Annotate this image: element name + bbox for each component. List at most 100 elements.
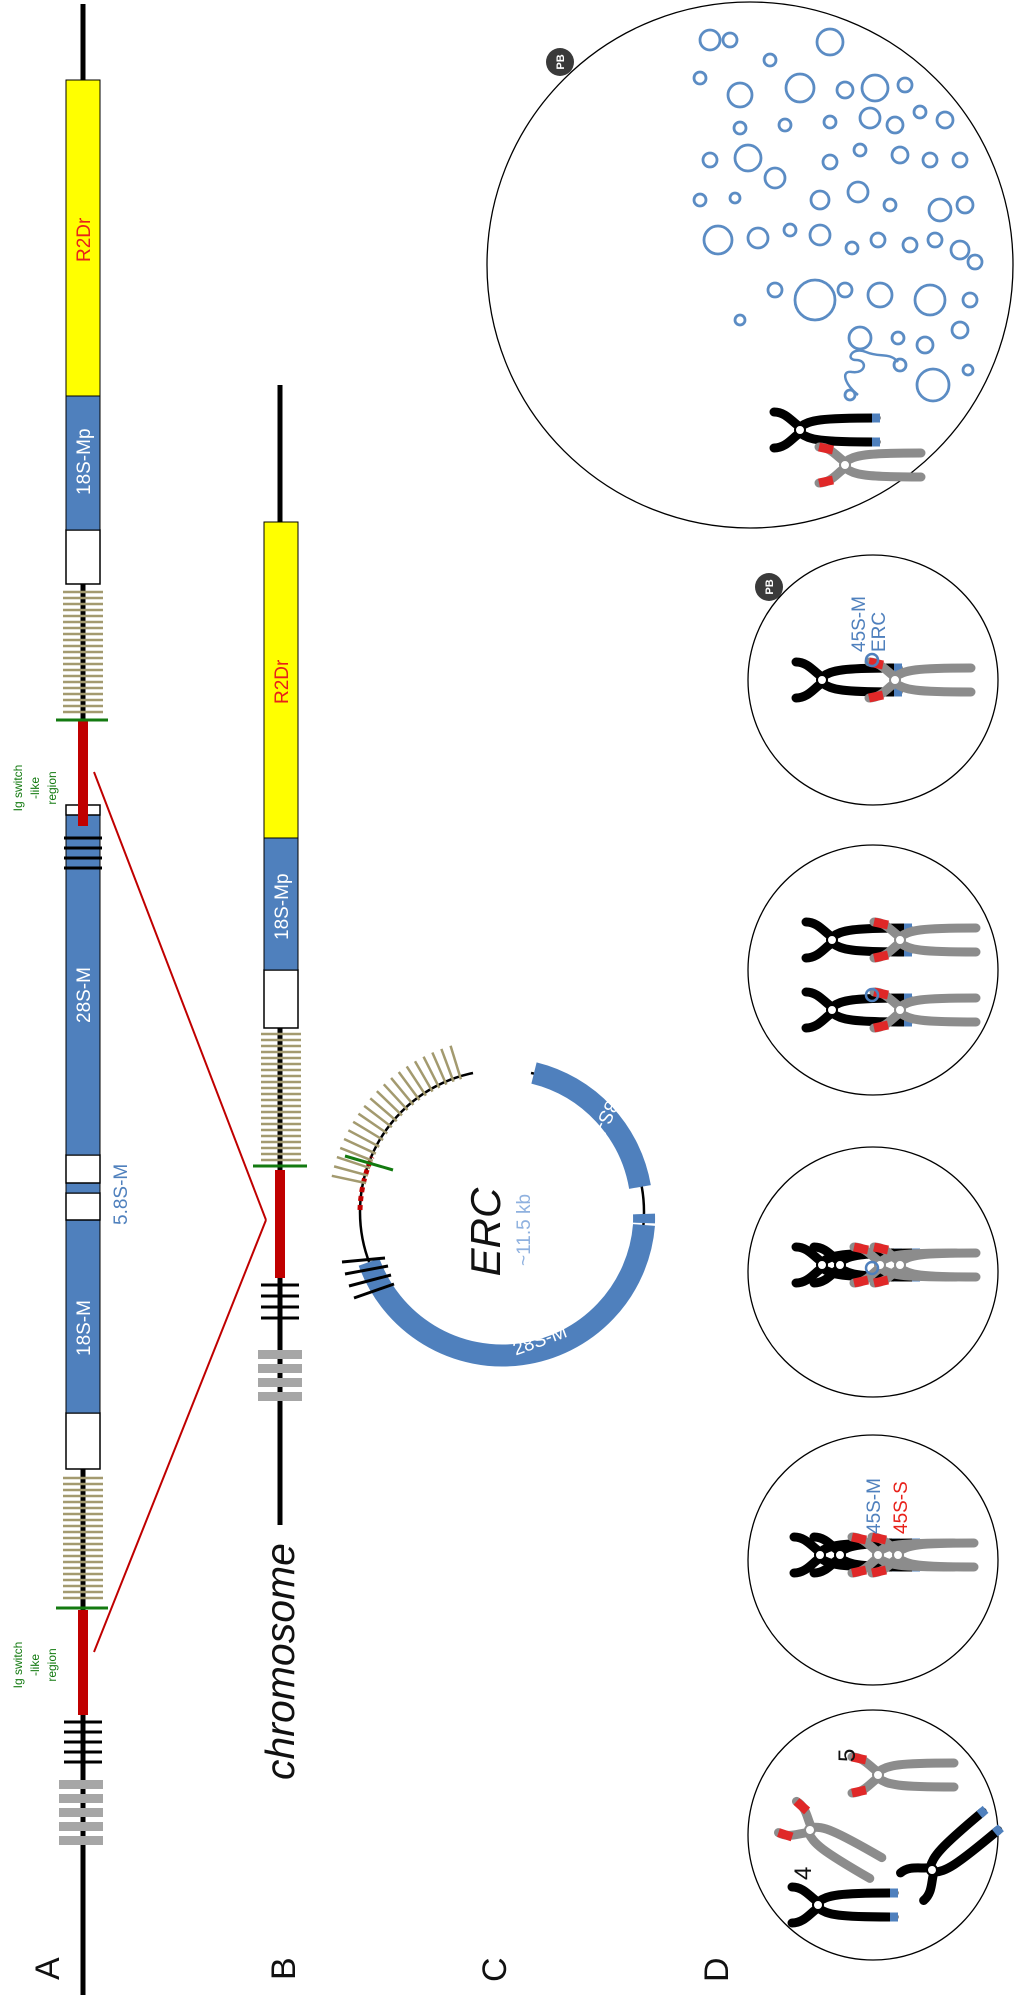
ig-label-top: Ig switch -like region (11, 765, 59, 812)
erc-bubble (949, 239, 971, 261)
panel-b: B chromosome 18S-Mp R2Dr (253, 385, 307, 1980)
panel-letter-b: B (265, 1957, 303, 1980)
pb-badge-cell-5: PB (755, 573, 783, 601)
pb-badge-text-cell-6: PB (555, 54, 567, 69)
label-r2dr: R2Dr (74, 217, 95, 262)
chromosome-4-homolog (896, 1805, 1004, 1906)
erc-bubble (950, 320, 970, 340)
repeat-unit (357, 1112, 389, 1135)
white-block-a2 (65, 1192, 101, 1221)
erc-bubble (844, 240, 860, 256)
erc-olive-repeats (331, 1045, 463, 1185)
centromere (892, 1549, 904, 1561)
olive-repeats-top (63, 590, 103, 714)
tip (868, 690, 884, 703)
centromere (894, 1004, 906, 1016)
chromosome-4 (769, 407, 881, 453)
ig-label-top-line-3: region (45, 771, 59, 804)
tip (873, 1242, 889, 1255)
chromosomes-layer (769, 407, 1004, 1928)
erc-bubble (858, 106, 882, 130)
label-45s-s-cell-2: 45S-S (891, 1481, 912, 1534)
panel-c: C ERC ~11.5 kb 18S-M 28S-M (331, 1045, 656, 1982)
erc-bubble (896, 76, 914, 94)
centromere (804, 1824, 816, 1836)
erc-bubble (961, 363, 975, 377)
repeat-unit (336, 1155, 371, 1170)
tip (873, 1275, 889, 1288)
centromere (812, 1899, 824, 1911)
chromosome-number-5: 5 (834, 1749, 861, 1762)
pb-badge-text-cell-5: PB (764, 579, 776, 594)
white-block-a3 (65, 1154, 101, 1184)
erc-bubble (793, 278, 837, 322)
erc-string-cell-6 (843, 349, 899, 396)
block-r2dr-b (263, 521, 299, 839)
erc-bubble (966, 253, 984, 271)
label-45s-m-cell-2: 45S-M (864, 1478, 885, 1534)
label-5-8s-m: 5.8S-M (111, 1164, 132, 1225)
ig-label-top-line-2: -like (28, 777, 42, 799)
erc-bubble (732, 120, 748, 136)
tip (873, 950, 889, 963)
erc-bubble (698, 28, 722, 52)
erc-bubble (809, 189, 831, 211)
pb-badge-cell-6: PB (546, 48, 574, 76)
cell-circle-5 (747, 554, 999, 806)
tip (851, 1565, 867, 1578)
repeat-unit (449, 1045, 463, 1080)
centromere (834, 1549, 846, 1561)
ig-label-bottom: Ig switch -like region (11, 1642, 59, 1689)
block-5-8s-m (65, 1182, 101, 1194)
erc-bubble (822, 114, 838, 130)
blue-tip (976, 1805, 989, 1818)
erc-bubble (721, 31, 739, 49)
white-block-a1 (65, 1412, 101, 1470)
pb-badge-circle-cell-5 (755, 573, 783, 601)
tip (818, 475, 834, 488)
erc-dot-cell-5 (864, 652, 880, 668)
ig-region-bar-top (78, 721, 88, 826)
tip (853, 1242, 869, 1255)
erc-bubble (782, 222, 798, 238)
repeat-unit (343, 1137, 377, 1155)
repeat-unit (390, 1077, 415, 1106)
ig-label-bottom-line-3: region (45, 1648, 59, 1681)
centromere (926, 1864, 938, 1876)
erc-bubble (733, 313, 747, 327)
chromosome-5-homolog (773, 1796, 887, 1883)
repeat-unit (352, 1120, 384, 1142)
repeat-unit (422, 1056, 441, 1089)
erc-bubble (961, 291, 979, 309)
label-r2dr-b: R2Dr (272, 659, 293, 704)
centromere (872, 1769, 884, 1781)
tick-marks-top (64, 836, 102, 870)
label-18s-m: 18S-M (74, 1300, 95, 1356)
erc-bubble (701, 151, 719, 169)
repeat-unit (382, 1083, 409, 1111)
erc-bubble (815, 27, 845, 57)
tip (853, 1275, 869, 1288)
tip (851, 1785, 867, 1798)
label-45s-m-cell-5: 45S-M (849, 596, 870, 652)
erc-bubble (892, 357, 908, 373)
zoom-line-bottom (93, 1219, 267, 1653)
erc-tick-marks (341, 1256, 395, 1300)
tip (871, 1565, 887, 1578)
label-18s-mp-b: 18S-Mp (272, 873, 293, 940)
erc-bubble (726, 81, 754, 109)
erc-bubble (890, 145, 910, 165)
cell-circle-6 (486, 1, 1014, 529)
pb-badge-circle-cell-6 (546, 48, 574, 76)
ig-region-bar-bottom (78, 1610, 88, 1715)
erc-bubble (784, 72, 816, 104)
centromere (794, 424, 806, 436)
erc-label: ERC (462, 1187, 509, 1276)
erc-bubble (866, 281, 894, 309)
centromere (894, 1259, 906, 1271)
erc-bubble (762, 52, 778, 68)
erc-bubble (890, 330, 906, 346)
tip (818, 442, 834, 455)
centromere (834, 1259, 846, 1271)
erc-bubble (915, 335, 935, 355)
